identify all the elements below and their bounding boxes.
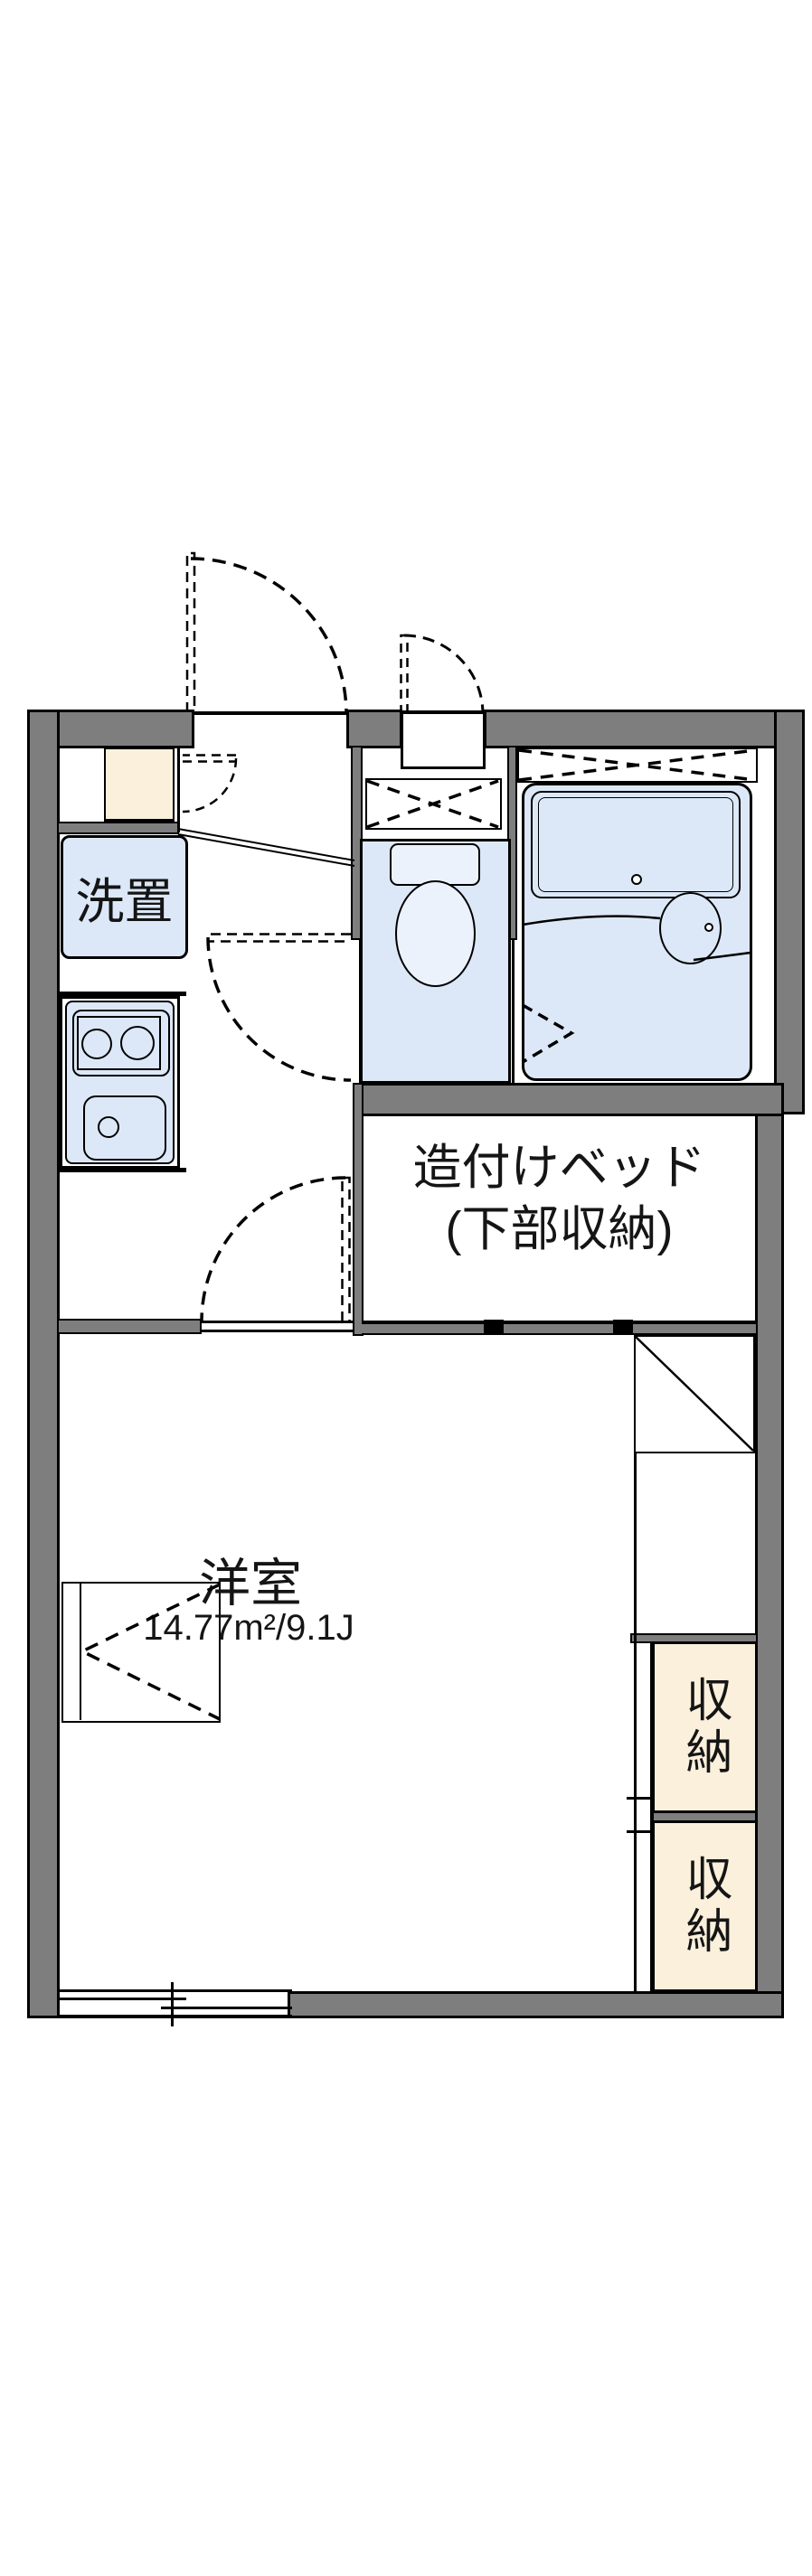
wall-bath-bed	[354, 1083, 784, 1116]
window-center-tick	[171, 1982, 174, 2026]
sink-drain	[98, 1116, 119, 1138]
wall-right-upper	[774, 710, 805, 1114]
kitchen-counter-cap-top	[60, 992, 186, 996]
entrance-step-line	[177, 828, 355, 867]
bed-bottom-tick-left	[484, 1320, 504, 1335]
window-pane-right	[161, 2007, 292, 2009]
closet-strip-edge	[634, 1451, 637, 1993]
utility-door-recess	[401, 714, 486, 769]
wall-top-mid	[346, 710, 402, 748]
washer-box: 洗置	[61, 835, 188, 959]
bathtub-drain	[631, 874, 642, 885]
wall-kitchen-divider	[57, 1319, 202, 1334]
stove-burner-left	[81, 1029, 112, 1059]
entrance-door-leaf	[185, 551, 196, 712]
utility-door-arc	[403, 634, 485, 715]
wall-bed-left	[353, 1083, 364, 1336]
bed-label-line2: (下部収納)	[445, 1202, 674, 1256]
closet-track-tick-lower	[627, 1830, 659, 1833]
washer-label: 洗置	[75, 875, 174, 929]
window-pane-left	[60, 1998, 186, 2000]
bathtub-inner-rim	[538, 797, 733, 892]
closet-track-line	[650, 1642, 653, 1993]
closet-upper-label: 収納	[678, 1675, 731, 1780]
room-door-arc	[200, 1176, 346, 1322]
wall-top-right	[484, 710, 805, 748]
closet-track-tick-upper	[627, 1797, 659, 1800]
bed-label: 造付けベッド (下部収納)	[364, 1137, 755, 1260]
entry-cabinet-leaf	[183, 754, 236, 763]
toilet-tank	[390, 843, 480, 886]
stove-frame	[77, 1016, 161, 1070]
genkan-right-edge	[177, 746, 180, 832]
stove-burner-right	[120, 1026, 155, 1060]
bath-overhead-shelf	[517, 747, 758, 783]
toilet-door-leaf	[206, 933, 351, 943]
corner-cabinet	[634, 1335, 755, 1453]
room-door-leaf	[341, 1176, 351, 1321]
wall-bed-bottom	[362, 1321, 756, 1335]
bed-bottom-tick-right	[613, 1320, 633, 1335]
toilet-bowl	[395, 880, 476, 987]
kitchen-counter-cap-bottom	[60, 1168, 186, 1172]
room-doorway-line-lower	[202, 1330, 354, 1332]
closet-upper: 収納	[652, 1641, 758, 1813]
closet-lower: 収納	[652, 1820, 758, 1992]
bed-label-line1: 造付けベッド	[412, 1141, 706, 1195]
toilet-door-arc	[206, 936, 352, 1082]
room-area-label: 14.77m²/9.1J	[143, 1608, 354, 1648]
closet-lower-label: 収納	[678, 1854, 731, 1959]
shoe-cabinet	[104, 747, 175, 821]
bath-doorway-edge	[512, 938, 515, 1083]
wall-right-lower	[755, 1083, 784, 2018]
window-inner-line	[60, 1989, 292, 1992]
wall-bottom	[288, 1991, 784, 2018]
entry-cabinet-arc	[182, 757, 238, 813]
entrance-threshold	[194, 711, 346, 715]
shoe-cabinet-front-line	[104, 820, 175, 823]
washbasin-faucet-dot	[704, 923, 713, 932]
toilet-overhead-shelf	[365, 778, 502, 830]
utility-door-leaf	[400, 634, 409, 714]
window-outer-line	[60, 2015, 292, 2018]
room-doorway-line-upper	[202, 1321, 354, 1323]
wall-genkan-stub	[57, 822, 179, 834]
kitchen-sink	[83, 1095, 166, 1161]
entrance-door-arc	[190, 557, 348, 715]
room-name-label: 洋室	[199, 1555, 302, 1612]
wall-left	[27, 710, 60, 2018]
